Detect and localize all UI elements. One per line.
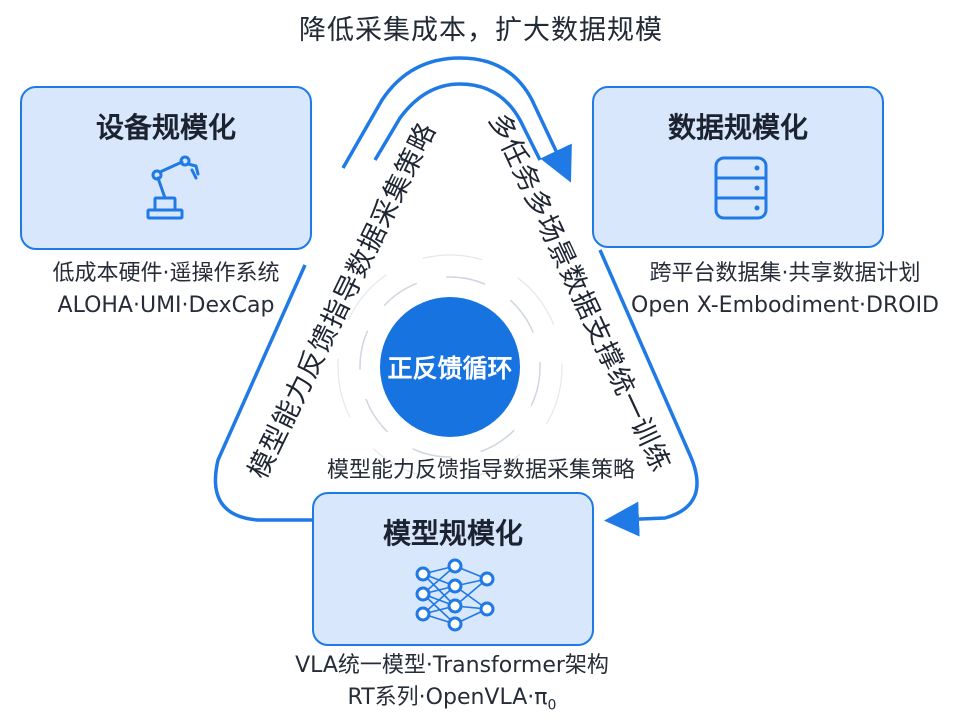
center-label: 正反馈循环 (387, 354, 513, 383)
device-caption-line2: ALOHA·UMI·DexCap (57, 293, 275, 318)
right-arrow (598, 249, 699, 537)
center-ring (359, 276, 541, 458)
data-caption: 跨平台数据集·共享数据计划 Open X-Embodiment·DROID (620, 258, 950, 322)
data-caption-line2: Open X-Embodiment·DROID (631, 293, 939, 318)
positive-feedback-loop-circle: 正反馈循环 (380, 297, 520, 437)
data-scale-title: 数据规模化 (667, 111, 808, 144)
device-caption-line1: 低成本硬件·遥操作系统 (52, 261, 280, 286)
inner-feedback-label: 模型能力反馈指导数据采集策略 (326, 458, 635, 483)
device-scale-title: 设备规模化 (95, 111, 236, 144)
neural-network-icon (415, 558, 495, 632)
top-caption: 降低采集成本，扩大数据规模 (299, 15, 663, 46)
left-arrow (213, 264, 318, 522)
model-caption: VLA统一模型·Transformer架构 RT系列·OpenVLA·π0 (232, 650, 672, 721)
top-inner-arrow (373, 82, 542, 161)
model-caption-line2: RT系列·OpenVLA·π0 (232, 682, 672, 721)
device-scale-box: 设备规模化 (20, 86, 312, 250)
model-scale-title: 模型规模化 (382, 517, 523, 550)
model-scale-box: 模型规模化 (312, 492, 594, 646)
database-icon (714, 156, 768, 220)
robot-arm-icon (146, 155, 200, 220)
data-caption-line1: 跨平台数据集·共享数据计划 (649, 261, 921, 286)
model-caption-line2-text: RT系列·OpenVLA·π (347, 685, 548, 710)
model-caption-line1: VLA统一模型·Transformer架构 (295, 653, 609, 678)
top-outer-arrow (341, 56, 572, 183)
model-caption-line2-subscript: 0 (547, 697, 557, 714)
device-caption: 低成本硬件·遥操作系统 ALOHA·UMI·DexCap (0, 258, 332, 322)
data-scale-box: 数据规模化 (592, 86, 884, 248)
center-ring-outer (337, 254, 563, 480)
